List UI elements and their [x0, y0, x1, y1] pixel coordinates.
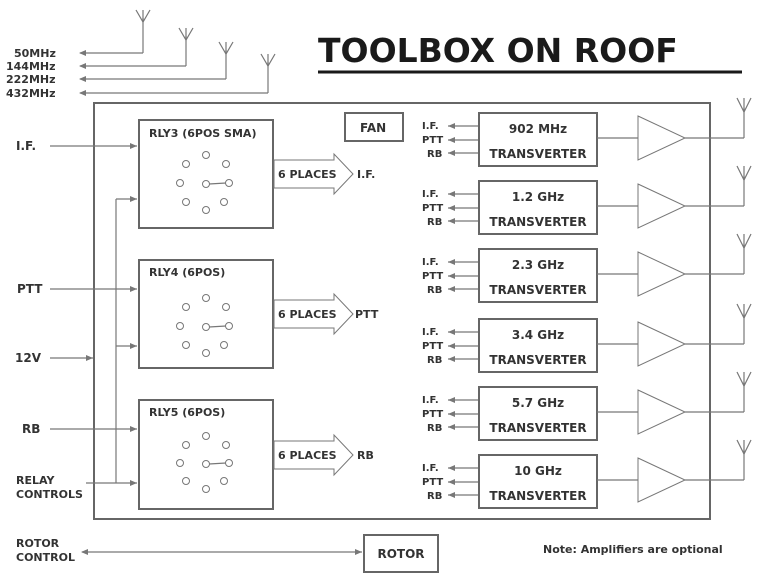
svg-text:I.F.: I.F.: [422, 189, 439, 200]
rotary-switch-icon: [176, 151, 233, 214]
rotor-control-label-2: CONTROL: [16, 551, 75, 564]
svg-text:10 GHz: 10 GHz: [514, 464, 562, 478]
svg-text:902 MHz: 902 MHz: [509, 122, 567, 136]
antenna-icon: [736, 371, 752, 388]
band-label-50: 50MHz: [14, 47, 56, 60]
relay-output-label: RB: [357, 449, 374, 462]
relay-block-rly4: RLY4 (6POS): [138, 259, 274, 369]
input-rb-label: RB: [22, 422, 40, 436]
svg-text:RB: RB: [427, 285, 442, 296]
relay-label: RLY5 (6POS): [149, 406, 225, 419]
input-if-label: I.F.: [16, 139, 36, 153]
svg-text:PTT: PTT: [422, 477, 443, 488]
svg-text:2.3 GHz: 2.3 GHz: [512, 258, 564, 272]
relay-control-bus: [115, 196, 137, 483]
rotor-control-label-1: ROTOR: [16, 537, 60, 550]
svg-text:6 PLACES: 6 PLACES: [278, 449, 337, 462]
svg-text:RB: RB: [427, 491, 442, 502]
band-label-144: 144MHz: [6, 60, 56, 73]
band-antennas: [79, 9, 276, 96]
svg-text:RB: RB: [427, 217, 442, 228]
band-label-222: 222MHz: [6, 73, 56, 86]
amplifier-icon: [637, 183, 687, 229]
svg-text:PTT: PTT: [422, 271, 443, 282]
transverter-row-2.3: I.F. PTT RB 2.3 GHz TRANSVERTER: [422, 233, 752, 303]
transverter-row-1.2: I.F. PTT RB 1.2 GHz TRANSVERTER: [422, 165, 752, 235]
antenna-icon: [736, 439, 752, 456]
svg-text:I.F.: I.F.: [422, 395, 439, 406]
svg-text:RB: RB: [427, 423, 442, 434]
svg-text:PTT: PTT: [422, 135, 443, 146]
svg-text:TRANSVERTER: TRANSVERTER: [489, 421, 586, 435]
svg-text:3.4 GHz: 3.4 GHz: [512, 328, 564, 342]
input-12v-label: 12V: [15, 351, 42, 365]
diagram-title: TOOLBOX ON ROOF: [318, 31, 678, 70]
amplifier-icon: [637, 115, 687, 161]
svg-text:1.2 GHz: 1.2 GHz: [512, 190, 564, 204]
transverter-row-10: I.F. PTT RB 10 GHz TRANSVERTER: [422, 439, 752, 509]
relay-block-rly3: RLY3 (6POS SMA): [138, 119, 274, 229]
fan-label: FAN: [360, 121, 386, 135]
svg-text:RB: RB: [427, 149, 442, 160]
svg-text:TRANSVERTER: TRANSVERTER: [489, 283, 586, 297]
svg-text:PTT: PTT: [422, 341, 443, 352]
svg-text:PTT: PTT: [422, 409, 443, 420]
rotary-switch-icon: [176, 432, 233, 493]
relay-output-arrow: 6 PLACES: [273, 152, 354, 196]
svg-text:6 PLACES: 6 PLACES: [278, 308, 337, 321]
svg-text:TRANSVERTER: TRANSVERTER: [489, 147, 586, 161]
fan-box: [344, 112, 404, 142]
svg-text:TRANSVERTER: TRANSVERTER: [489, 215, 586, 229]
amplifier-icon: [637, 321, 687, 367]
rotor-label: ROTOR: [377, 547, 424, 561]
relay-label: RLY3 (6POS SMA): [149, 127, 256, 140]
relay-controls-label-2: CONTROLS: [16, 488, 83, 501]
svg-text:6 PLACES: 6 PLACES: [278, 168, 337, 181]
transverter-row-5.7: I.F. PTT RB 5.7 GHz TRANSVERTER: [422, 371, 752, 441]
transverter-row-3.4: I.F. PTT RB 3.4 GHz TRANSVERTER: [422, 303, 752, 373]
amplifier-icon: [637, 457, 687, 503]
svg-text:I.F.: I.F.: [422, 257, 439, 268]
antenna-icon: [736, 97, 752, 114]
relay-block-rly5: RLY5 (6POS): [138, 399, 274, 510]
svg-text:I.F.: I.F.: [422, 121, 439, 132]
svg-text:I.F.: I.F.: [422, 327, 439, 338]
antenna-icon: [736, 165, 752, 182]
antenna-icon: [736, 233, 752, 250]
band-label-432: 432MHz: [6, 87, 56, 100]
input-ptt-label: PTT: [17, 282, 43, 296]
amplifier-icon: [637, 389, 687, 435]
relay-output-label: PTT: [355, 308, 379, 321]
amplifier-icon: [637, 251, 687, 297]
transverter-row-902: I.F. PTT RB 902 MHz TRANSVERTER: [422, 97, 752, 167]
relay-controls-label-1: RELAY: [16, 474, 55, 487]
rotor-box: [363, 534, 439, 573]
svg-text:RB: RB: [427, 355, 442, 366]
svg-text:TRANSVERTER: TRANSVERTER: [489, 353, 586, 367]
amplifier-note: Note: Amplifiers are optional: [543, 543, 723, 556]
relay-output-arrow: 6 PLACES: [273, 433, 354, 477]
svg-text:5.7 GHz: 5.7 GHz: [512, 396, 564, 410]
relay-output-arrow: 6 PLACES: [273, 292, 354, 336]
svg-text:TRANSVERTER: TRANSVERTER: [489, 489, 586, 503]
relay-output-label: I.F.: [357, 168, 375, 181]
svg-text:I.F.: I.F.: [422, 463, 439, 474]
antenna-icon: [736, 303, 752, 320]
rotary-switch-icon: [176, 294, 233, 357]
svg-text:PTT: PTT: [422, 203, 443, 214]
relay-label: RLY4 (6POS): [149, 266, 225, 279]
